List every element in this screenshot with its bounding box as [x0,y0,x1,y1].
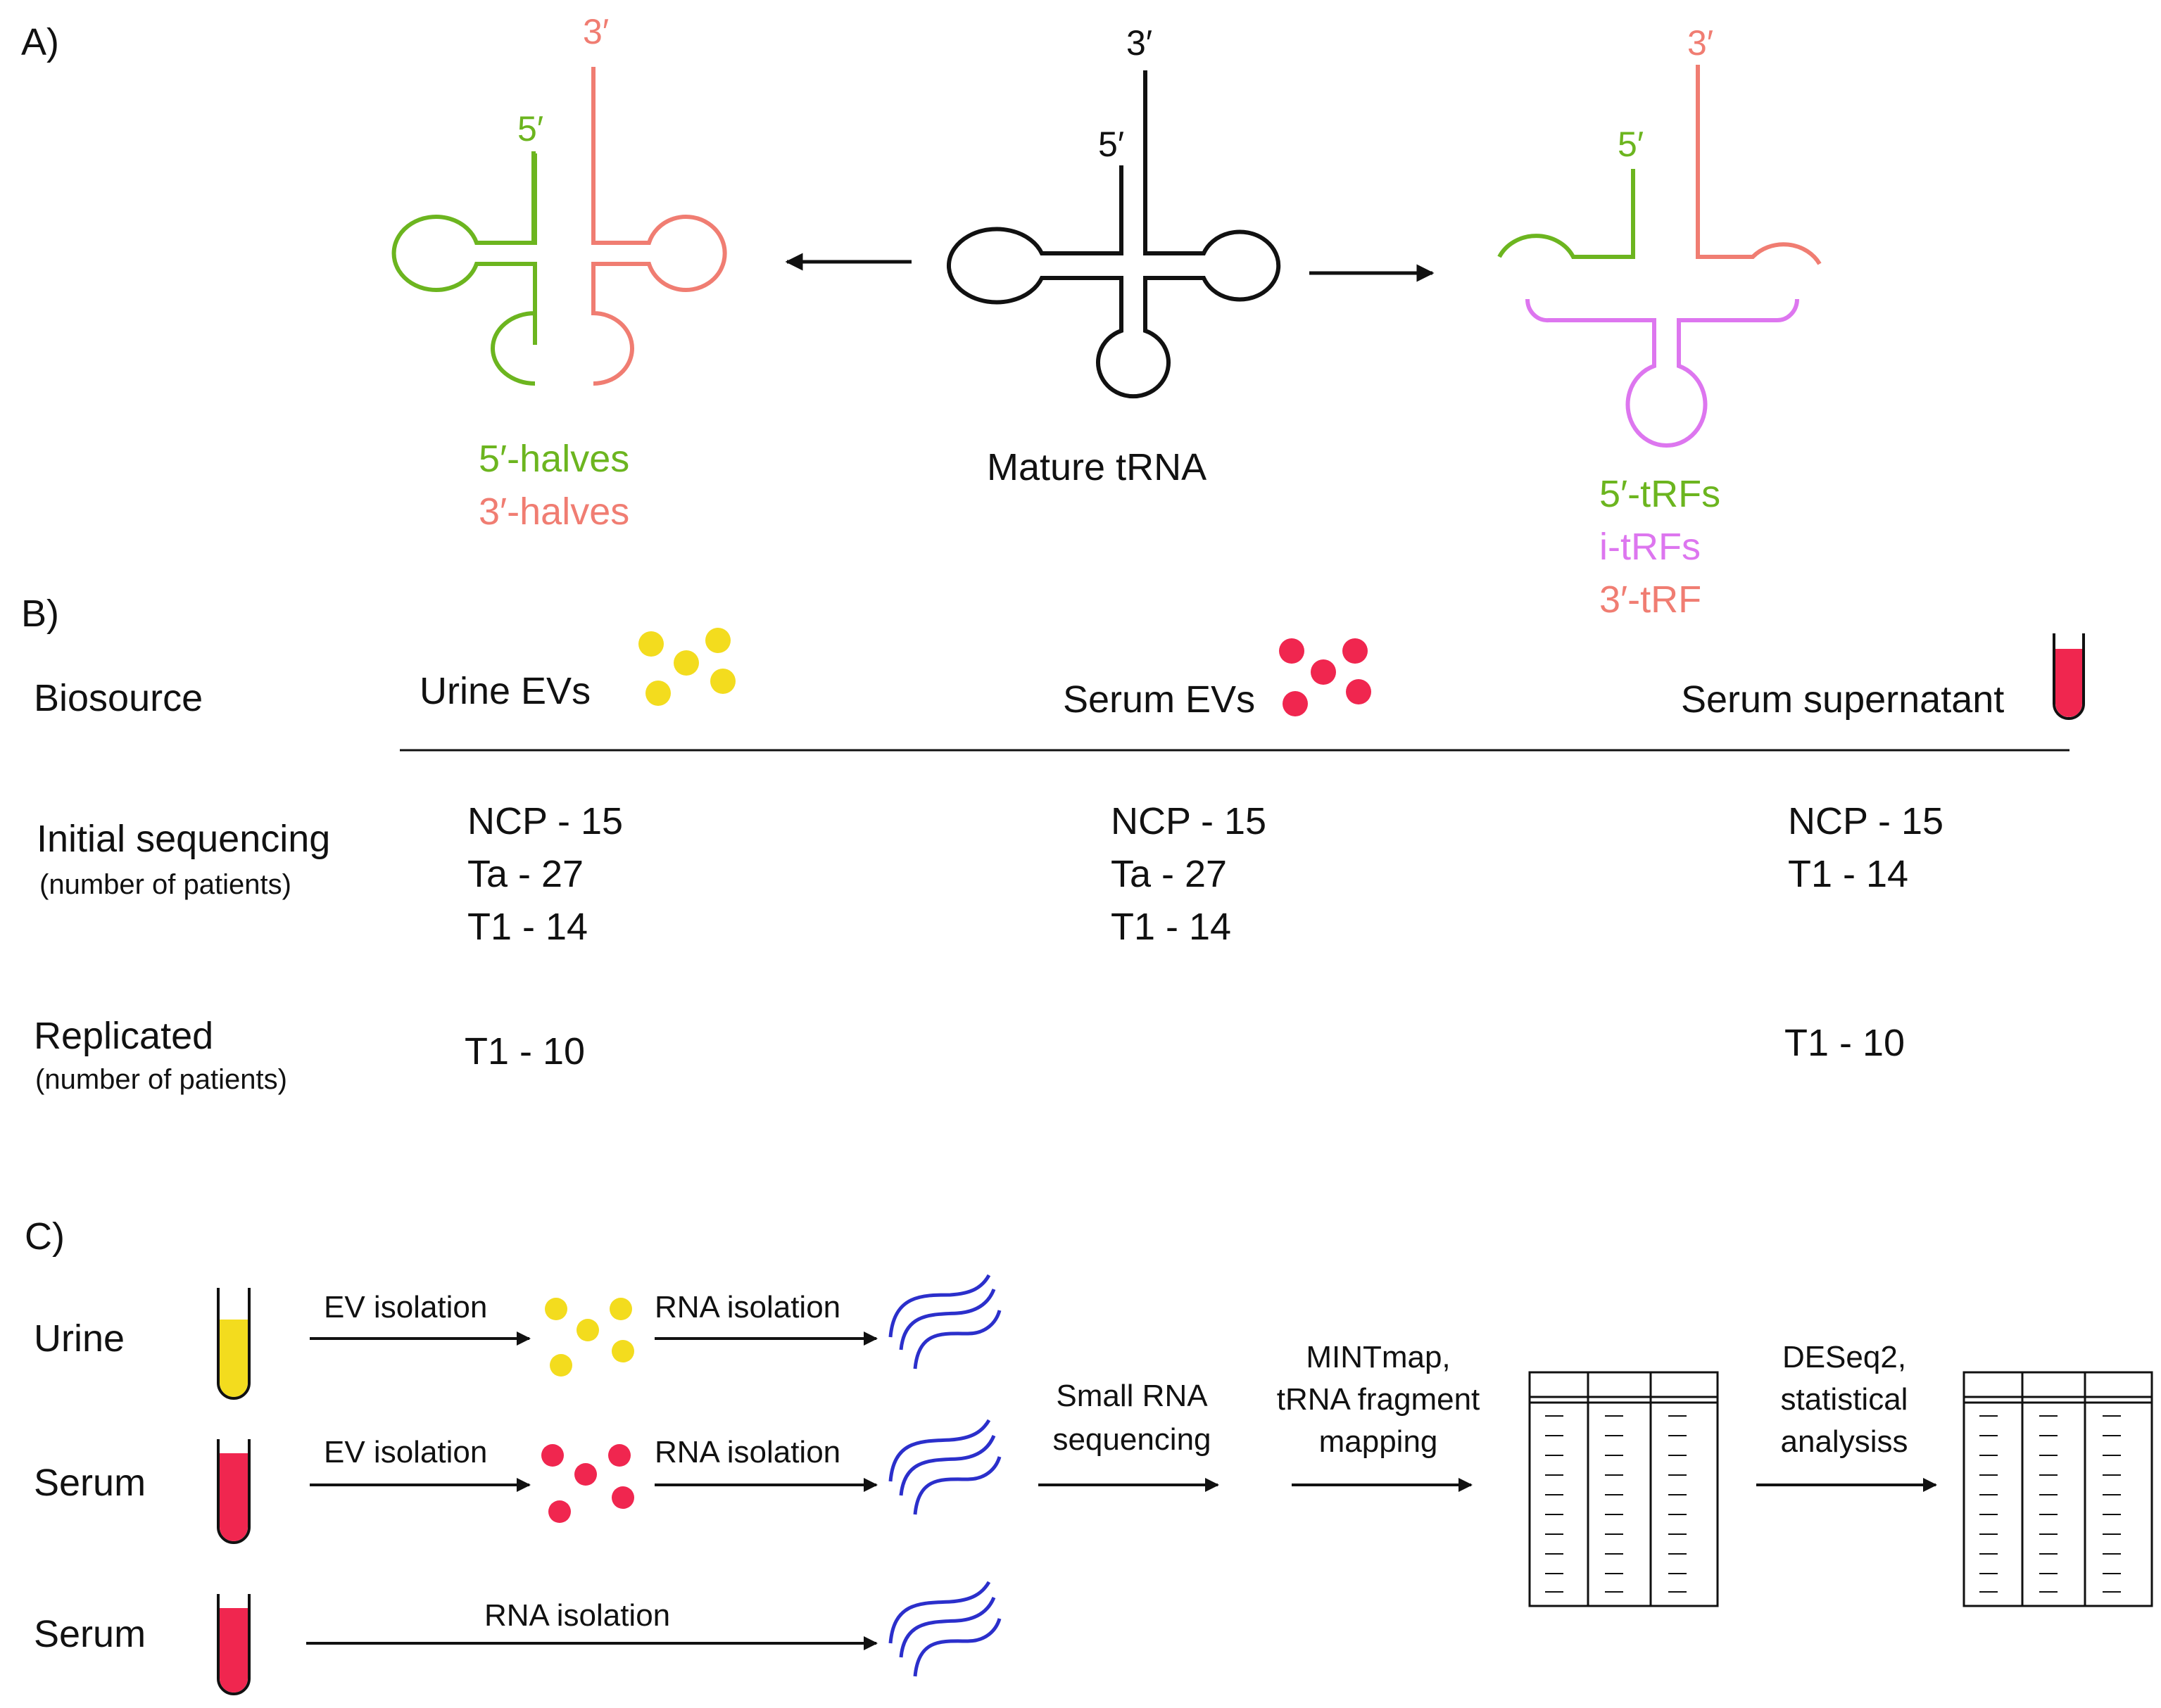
serum-sup-replicated-t1: T1 - 10 [1784,1022,1905,1064]
serum-source-label: Serum [34,1613,146,1655]
initial-sequencing-subheader: (number of patients) [39,869,291,900]
trf-fragments-diagram [1497,65,1822,448]
i-trfs-caption: i-tRFs [1599,526,1701,568]
fragment-count-table-icon [1528,1371,1719,1607]
serum-ev-initial-ta: Ta - 27 [1111,853,1227,895]
trna-halves-diagram [391,67,727,386]
serum-tube-icon [2053,633,2085,720]
serum-rna-strands-icon [888,1581,1002,1677]
center-three-prime-label: 3′ [1126,23,1152,63]
center-five-prime-label: 5′ [1098,125,1124,164]
small-rna-label-line2: sequencing [1052,1422,1211,1457]
panel-c-label: C) [25,1215,65,1258]
mintmap-label-line2: tRNA fragment [1277,1382,1480,1417]
serum-ev-rna-strands-icon [888,1419,1002,1515]
replicated-subheader: (number of patients) [35,1064,287,1095]
serum-ev-initial-ncp: NCP - 15 [1111,800,1266,842]
urine-initial-ncp: NCP - 15 [467,800,623,842]
serum-ev-rna-isolation-label: RNA isolation [655,1435,840,1469]
urine-replicated-t1: T1 - 10 [465,1030,585,1073]
right-five-prime-label: 5′ [1618,125,1644,164]
urine-initial-ta: Ta - 27 [467,853,584,895]
serum-ev-dots [541,1444,634,1523]
panel-b-label: B) [21,593,59,635]
serum-ev-initial-t1: T1 - 14 [1111,906,1231,948]
serum-ev-source-label: Serum [34,1462,146,1504]
urine-rna-strands-icon [888,1274,1002,1369]
urine-source-label: Urine [34,1317,125,1360]
three-prime-halves-caption: 3′-halves [479,491,629,533]
left-five-prime-label: 5′ [517,109,543,148]
small-rna-label-line1: Small RNA [1056,1379,1208,1413]
yellow-ev-dots [638,628,736,706]
serum-tube-icon-c [217,1594,251,1695]
five-prime-half-shape [391,151,537,386]
mintmap-label-line1: MINTmap, [1306,1340,1450,1374]
urine-ev-isolation-label: EV isolation [324,1290,487,1324]
serum-evs-header: Serum EVs [1063,678,1255,721]
three-prime-trf-caption: 3′-tRF [1599,578,1701,621]
mature-trna-shape [946,70,1281,399]
mature-trna-caption: Mature tRNA [987,446,1206,488]
serum-ev-isolation-label: EV isolation [324,1435,487,1469]
five-prime-trfs-caption: 5′-tRFs [1599,473,1720,515]
red-ev-dots [1279,638,1371,716]
serum-supernatant-header: Serum supernatant [1681,678,2004,721]
urine-ev-dots [545,1298,634,1377]
serum-ev-tube-icon [217,1439,251,1544]
three-prime-trf-shape [1696,65,1822,265]
serum-sup-initial-t1: T1 - 14 [1788,853,1908,895]
deseq-label-line1: DESeq2, [1782,1340,1906,1374]
left-three-prime-label: 3′ [583,12,609,51]
i-trf-shape [1525,298,1799,448]
serum-sup-initial-ncp: NCP - 15 [1788,800,1943,842]
replicated-header: Replicated [34,1015,213,1057]
initial-sequencing-header: Initial sequencing [37,818,330,860]
urine-tube-icon [217,1288,251,1400]
three-prime-half-shape [591,67,727,386]
five-prime-halves-caption: 5′-halves [479,438,629,480]
panel-a-label: A) [21,21,59,63]
deseq-label-line3: analysiss [1781,1424,1908,1459]
right-three-prime-label: 3′ [1687,23,1713,63]
urine-initial-t1: T1 - 14 [467,906,588,948]
biosource-header: Biosource [34,677,203,719]
serum-rna-isolation-label: RNA isolation [484,1598,670,1633]
results-table-icon [1962,1371,2153,1607]
urine-evs-header: Urine EVs [420,670,591,712]
five-prime-trf-shape [1497,169,1635,259]
urine-rna-isolation-label: RNA isolation [655,1290,840,1324]
deseq-label-line2: statistical [1781,1382,1908,1417]
mintmap-label-line3: mapping [1319,1424,1438,1459]
